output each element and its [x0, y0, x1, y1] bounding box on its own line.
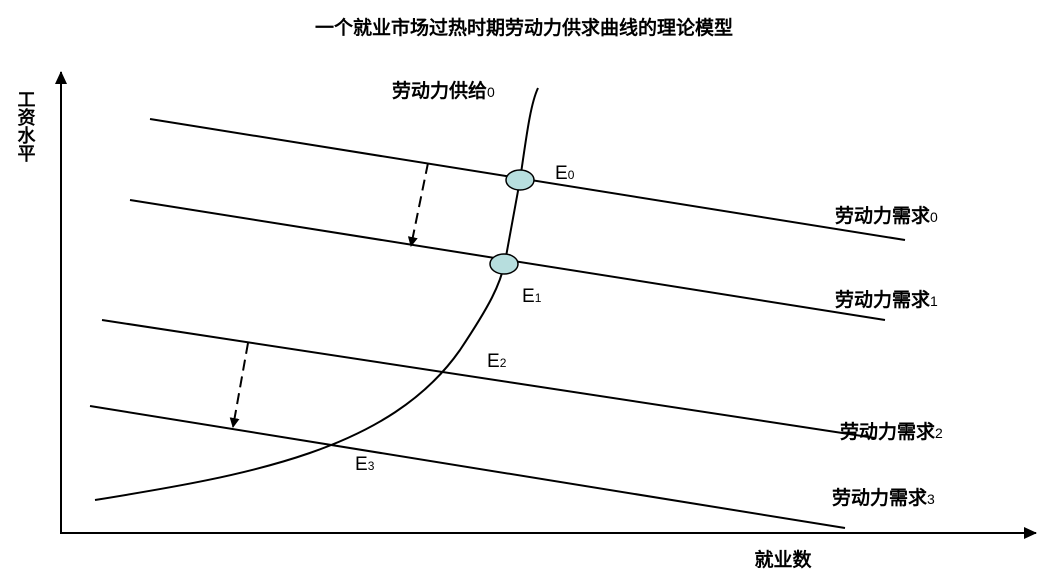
x-axis-label: 就业数: [754, 548, 812, 571]
demand-label-0: 劳动力需求0: [835, 204, 938, 227]
equilibrium-point-e1: [489, 253, 519, 275]
supply-label: 劳动力供给0: [392, 79, 495, 102]
demand-label-3: 劳动力需求3: [832, 486, 935, 509]
demand-shift-arrow-0-1: [407, 162, 429, 247]
demand-shift-arrow-2-3: [229, 342, 249, 428]
supply-curve: [94, 87, 539, 501]
equilibrium-label-e2: E2: [487, 351, 507, 372]
demand-label-2: 劳动力需求2: [840, 420, 943, 443]
demand-label-1: 劳动力需求1: [835, 288, 938, 311]
demand-curve-3: [89, 405, 846, 529]
equilibrium-label-e0: E0: [555, 163, 575, 184]
demand-curve-2: [101, 319, 876, 439]
equilibrium-label-e3: E3: [355, 454, 375, 475]
diagram-title: 一个就业市场过热时期劳动力供求曲线的理论模型: [315, 16, 733, 39]
y-axis-label: 工资水平: [15, 90, 36, 163]
equilibrium-point-e0: [505, 169, 535, 191]
equilibrium-label-e1: E1: [522, 286, 542, 307]
